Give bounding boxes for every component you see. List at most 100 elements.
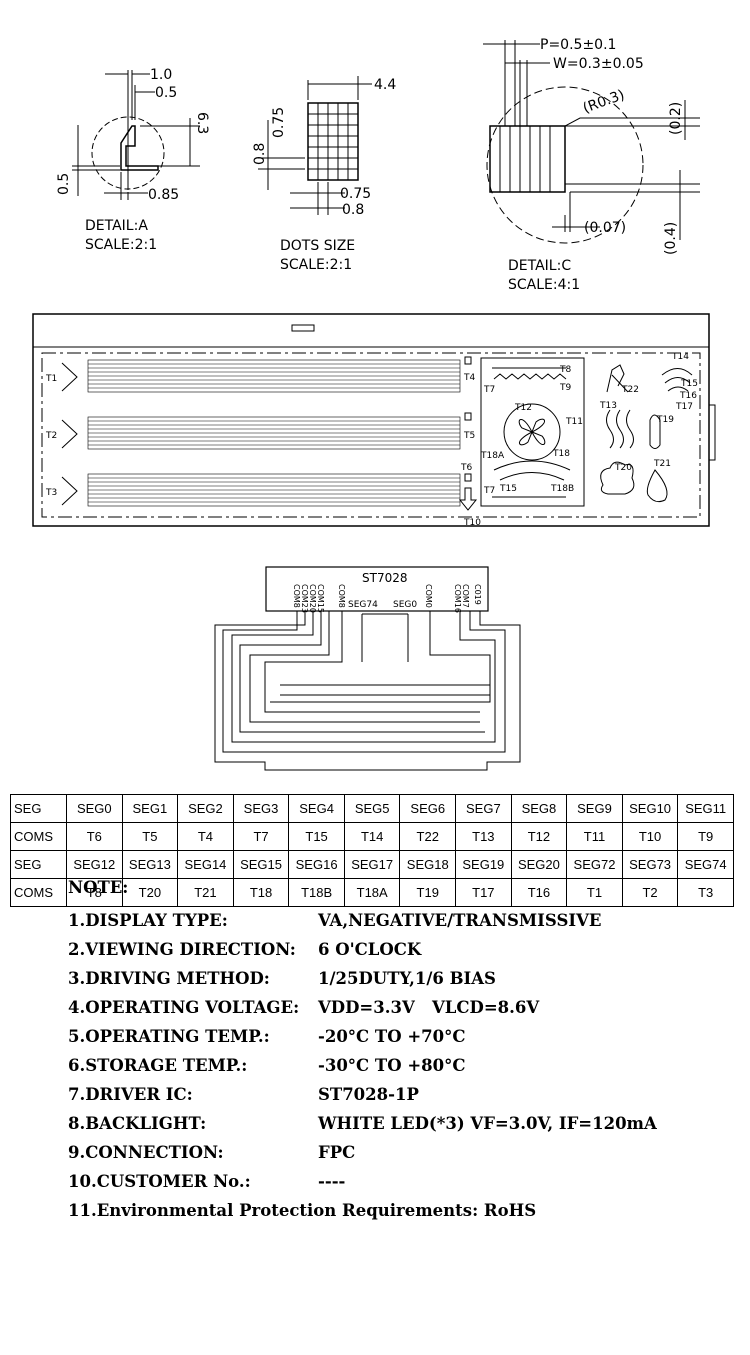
- table-cell: T7: [232, 822, 290, 851]
- table-cell: SEG: [10, 850, 67, 879]
- table-cell: T4: [177, 822, 234, 851]
- note-value: 6 O'CLOCK: [318, 940, 422, 959]
- note-item: 9.CONNECTION: FPC: [68, 1138, 728, 1167]
- note-value: -30°C TO +80°C: [318, 1056, 466, 1075]
- detail-c-dim-2: (0.07): [584, 220, 626, 236]
- table-cell: SEG10: [621, 794, 679, 823]
- table-cell: SEG8: [510, 794, 568, 823]
- dots-size-drawing: [258, 76, 372, 215]
- icon-label-t17: T17: [675, 402, 693, 412]
- table-cell: T1: [566, 878, 623, 907]
- detail-c-dim-1: (0.2): [668, 102, 684, 135]
- note-item: 4.OPERATING VOLTAGE: VDD=3.3V VLCD=8.6V: [68, 993, 728, 1022]
- panel-label-t7a: T7: [483, 385, 495, 395]
- note-value: VDD=3.3V VLCD=8.6V: [318, 998, 540, 1017]
- detail-a-dim-5: 0.85: [148, 187, 179, 203]
- note-value: 1/25DUTY,1/6 BIAS: [318, 969, 496, 988]
- character-row-1: [87, 359, 461, 393]
- note-label: 6.STORAGE TEMP.:: [68, 1056, 248, 1075]
- note-item: 5.OPERATING TEMP.: -20°C TO +70°C: [68, 1022, 728, 1051]
- detail-c-title: DETAIL:C: [508, 258, 571, 274]
- icon-label-t15: T15: [680, 379, 698, 389]
- table-cell: T12: [510, 822, 568, 851]
- detail-a-dim-1: 1.0: [150, 67, 172, 83]
- table-cell: T21: [177, 878, 234, 907]
- panel-label-t15: T15: [499, 484, 517, 494]
- lcd-module-outline: [32, 313, 716, 527]
- detail-c-pitch: P=0.5±0.1: [540, 37, 616, 53]
- driver-chip-label: ST7028: [362, 571, 408, 585]
- note-value: FPC: [318, 1143, 356, 1162]
- seg-icons: [458, 356, 478, 511]
- icon-label-t19: T19: [656, 415, 674, 425]
- table-cell: T22: [399, 822, 457, 851]
- driver-pin-left-4: COM15: [316, 584, 325, 613]
- driver-pin-left-2: COM23: [300, 584, 309, 613]
- table-cell: SEG9: [566, 794, 623, 823]
- icon-label-t22: T22: [621, 385, 639, 395]
- character-row-3: [87, 473, 461, 507]
- detail-a-dim-2: 0.5: [155, 85, 177, 101]
- detail-c-radius: (R0.3): [581, 87, 627, 117]
- driver-pin-right-1: COM0: [424, 584, 433, 608]
- lcd-label-t10: T10: [463, 518, 481, 528]
- table-cell: T17: [455, 878, 512, 907]
- table-cell: SEG72: [566, 850, 623, 879]
- table-cell: SEG4: [288, 794, 345, 823]
- table-cell: T5: [121, 822, 179, 851]
- detail-a-scale: SCALE:2:1: [85, 237, 157, 253]
- note-item: 8.BACKLIGHT: WHITE LED(*3) VF=3.0V, IF=1…: [68, 1109, 728, 1138]
- driver-pin-right-2: COM16: [453, 584, 462, 613]
- driver-pin-left-5: COM8: [337, 584, 346, 608]
- table-cell: SEG0: [66, 794, 123, 823]
- right-icons: [600, 364, 693, 503]
- table-cell: SEG7: [455, 794, 512, 823]
- table-cell: T2: [621, 878, 679, 907]
- table-cell: T20: [121, 878, 179, 907]
- detail-a-dim-3: 6.3: [194, 112, 210, 134]
- detail-c-scale: SCALE:4:1: [508, 277, 580, 293]
- note-label: 1.DISPLAY TYPE:: [68, 911, 228, 930]
- table-row: SEG SEG12 SEG13 SEG14 SEG15 SEG16 SEG17 …: [10, 850, 734, 879]
- note-item: 7.DRIVER IC: ST7028-1P: [68, 1080, 728, 1109]
- detail-a-dim-4: 0.5: [56, 173, 72, 195]
- detail-c-width: W=0.3±0.05: [553, 56, 644, 72]
- driver-ic-diagram: [214, 566, 521, 771]
- detail-a-title: DETAIL:A: [85, 218, 148, 234]
- table-row: COMS T8 T20 T21 T18 T18B T18A T19 T17 T1…: [10, 878, 734, 907]
- table-cell: SEG73: [621, 850, 679, 879]
- detail-a-drawing: [72, 70, 200, 200]
- table-cell: T19: [399, 878, 457, 907]
- note-item: 2.VIEWING DIRECTION: 6 O'CLOCK: [68, 935, 728, 964]
- table-cell: SEG14: [177, 850, 234, 879]
- note-label: 4.OPERATING VOLTAGE:: [68, 998, 300, 1017]
- panel-label-t9: T9: [559, 383, 571, 393]
- table-cell: T8: [66, 878, 123, 907]
- table-cell: T6: [66, 822, 123, 851]
- dots-title: DOTS SIZE: [280, 238, 355, 254]
- driver-seg74-label: SEG74: [348, 600, 378, 610]
- table-cell: SEG11: [677, 794, 734, 823]
- note-item: 6.STORAGE TEMP.: -30°C TO +80°C: [68, 1051, 728, 1080]
- lcd-label-t2: T2: [45, 431, 57, 441]
- icon-label-t16: T16: [679, 391, 697, 401]
- icon-label-t20: T20: [614, 463, 632, 473]
- panel-label-t11: T11: [565, 417, 583, 427]
- dots-scale: SCALE:2:1: [280, 257, 352, 273]
- note-label: 7.DRIVER IC:: [68, 1085, 193, 1104]
- lcd-label-t6: T6: [460, 463, 472, 473]
- lcd-label-t3: T3: [45, 488, 57, 498]
- icon-label-t13: T13: [599, 401, 617, 411]
- lcd-label-t1: T1: [45, 374, 57, 384]
- table-cell: SEG20: [510, 850, 568, 879]
- panel-label-t12: T12: [514, 403, 532, 413]
- notes-title: NOTE:: [68, 878, 129, 897]
- detail-c-dim-3: (0.4): [663, 222, 679, 255]
- technical-drawing: 1.0 0.5 6.3 0.5 0.85 DETAIL:A SCALE:2:1 …: [32, 37, 716, 771]
- note-label: 10.CUSTOMER No.:: [68, 1172, 251, 1191]
- note-item: 10.CUSTOMER No.: ----: [68, 1167, 728, 1196]
- character-row-2: [87, 416, 461, 450]
- driver-pin-right-3: COM7: [461, 584, 470, 608]
- table-cell: SEG2: [177, 794, 234, 823]
- table-cell: SEG12: [66, 850, 123, 879]
